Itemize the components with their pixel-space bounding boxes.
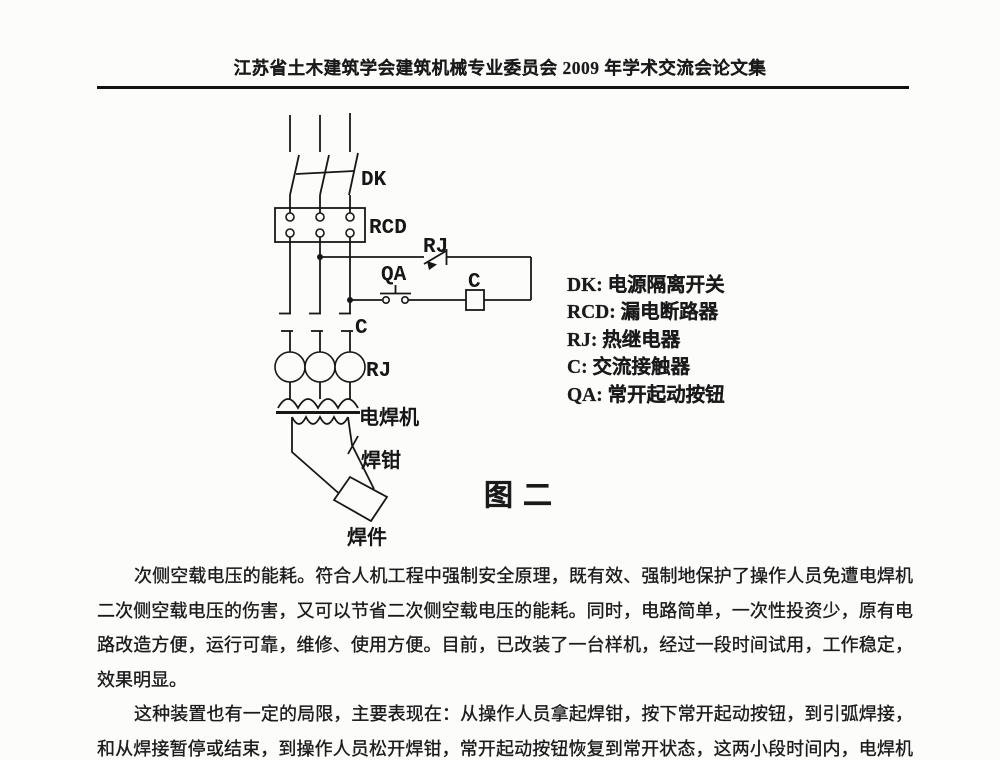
clamp-label: 焊钳 xyxy=(361,448,401,472)
dk-label: DK xyxy=(361,169,387,192)
legend-item-rcd: RCD: 漏电断路器 xyxy=(567,302,719,324)
rj-contact-label: RJ xyxy=(423,236,448,259)
rcd-symbol xyxy=(274,207,366,243)
body-line: 路改造方便，运行可靠，维修、使用方便。目前，已改装了一台样机，经过一段时间试用，… xyxy=(97,635,913,656)
body-line: 这种装置也有一定的局限，主要表现在：从操作人员拿起焊钳，按下常开起动按钮，到引弧… xyxy=(134,704,913,725)
workpiece-shape xyxy=(332,475,389,523)
qa-label: QA xyxy=(381,264,407,287)
dk-switch-symbol xyxy=(289,152,359,213)
welder-label: 电焊机 xyxy=(359,405,419,429)
rj-heaters-symbol xyxy=(274,351,366,399)
body-line: 二次侧空载电压的伤害，又可以节省二次侧空载电压的能耗。同时，电路简单，一次性投资… xyxy=(97,600,913,621)
c-coil-symbol xyxy=(465,289,531,311)
body-line: 效果明显。 xyxy=(97,669,187,690)
c-main-contacts-symbol xyxy=(279,312,353,352)
legend-item-qa: QA: 常开起动按钮 xyxy=(567,384,725,406)
figure-caption: 图二 xyxy=(484,480,563,512)
legend-item-rj: RJ: 热继电器 xyxy=(567,329,681,351)
c-contacts-label: C xyxy=(355,317,368,340)
welding-leads xyxy=(291,416,375,498)
legend-item-c: C: 交流接触器 xyxy=(567,357,690,379)
rcd-label: RCD xyxy=(369,217,407,240)
component-legend: DK: 电源隔离开关 RCD: 漏电断路器 RJ: 热继电器 C: 交流接触器 … xyxy=(567,272,725,409)
rj-contact-symbol xyxy=(320,249,532,300)
qa-button-symbol xyxy=(350,285,466,304)
rj-heaters-label: RJ xyxy=(366,360,391,383)
legend-item-dk: DK: 电源隔离开关 xyxy=(567,275,725,296)
header-rule xyxy=(97,86,909,89)
circuit-diagram: DK RCD RJ xyxy=(274,113,532,549)
body-text: 次侧空载电压的能耗。符合人机工程中强制安全原理，既有效、强制地保护了操作人员免遭… xyxy=(97,559,913,760)
welder-transformer-symbol xyxy=(276,398,360,425)
c-coil-label: C xyxy=(468,271,481,294)
body-line: 次侧空载电压的能耗。符合人机工程中强制安全原理，既有效、强制地保护了操作人员免遭… xyxy=(134,566,913,586)
workpiece-label: 焊件 xyxy=(347,525,387,549)
header-title: 江苏省土木建筑学会建筑机械专业委员会 2009 年学术交流会论文集 xyxy=(233,58,767,78)
power-lines xyxy=(289,113,351,152)
main-wires xyxy=(289,237,353,313)
body-line: 和从焊接暂停或结束，到操作人员松开焊钳，常开起动按钮恢复到常开状态，这两小段时间… xyxy=(97,738,913,759)
